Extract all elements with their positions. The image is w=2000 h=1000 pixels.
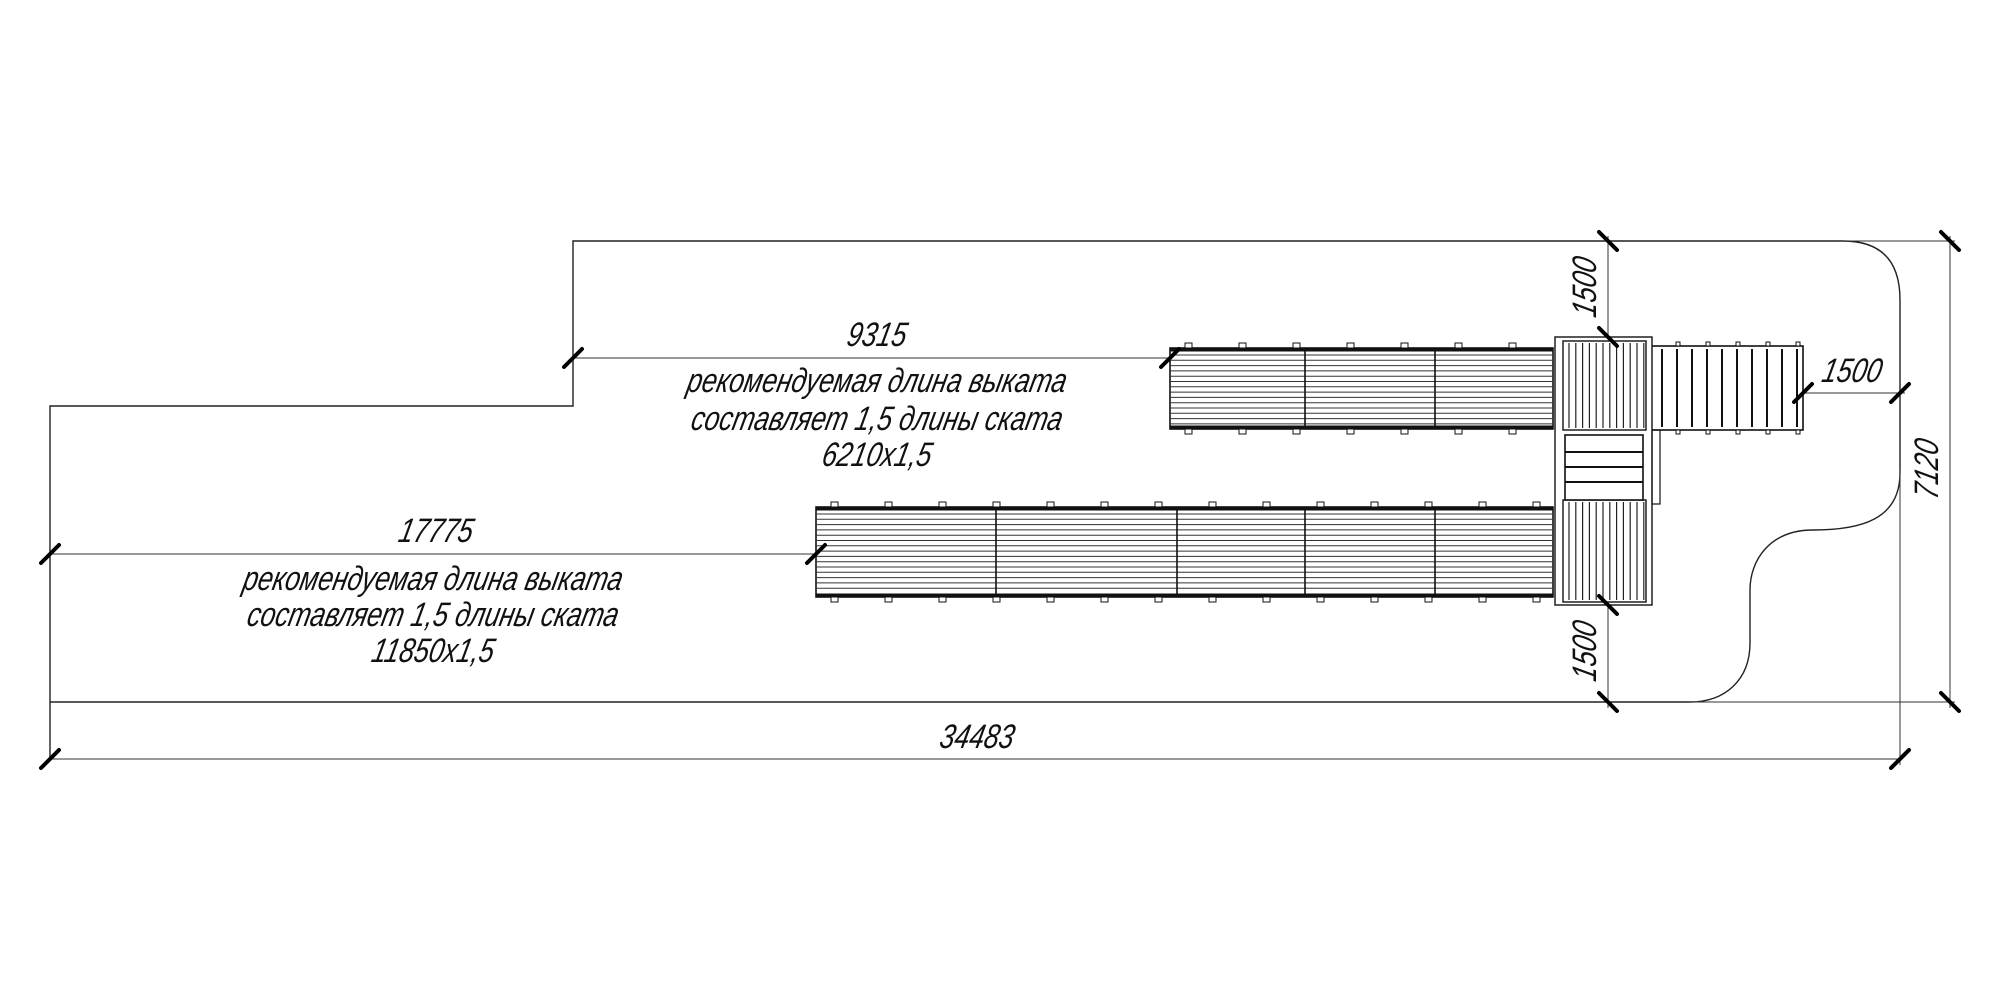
dimension-label-1500-top: 1500 [1565, 253, 1603, 320]
dimension-label-9315: 9315 [844, 315, 912, 353]
dimension-tick-icon [562, 347, 584, 369]
dimension-tick-icon [1597, 326, 1619, 348]
platform-deck [1562, 340, 1647, 431]
ramp-post [1046, 596, 1055, 603]
ramp-post [1675, 429, 1681, 435]
ramp-post [1208, 501, 1217, 508]
ramp-post [830, 596, 839, 603]
ramp-post [1184, 342, 1193, 349]
ramp-post [1424, 501, 1433, 508]
note-lower-line2: составляет 1,5 длины ската [244, 595, 623, 633]
ramp-post [1705, 429, 1711, 435]
ramp-post [1765, 341, 1771, 347]
ramp-post [1100, 501, 1109, 508]
dimension-label-17775: 17775 [395, 511, 478, 549]
dimension-tick-icon [1597, 691, 1619, 713]
ramp-post [1370, 596, 1379, 603]
ramp-post [1184, 428, 1193, 435]
ramp-post [1370, 501, 1379, 508]
ramp-post [1154, 501, 1163, 508]
ramp-post [1400, 428, 1409, 435]
ramp-post [1316, 596, 1325, 603]
dimension-tick-icon [805, 543, 827, 565]
ramp-frame [1169, 347, 1554, 430]
ramp-post [1454, 428, 1463, 435]
note-lower-line3: 11850x1,5 [368, 631, 499, 669]
ramp-post [1735, 429, 1741, 435]
dimension-tick-icon [1889, 382, 1911, 404]
note-upper-line2: составляет 1,5 длины ската [688, 399, 1067, 437]
ramp-post [1100, 596, 1109, 603]
ramp-post [1454, 342, 1463, 349]
dimension-label-1500-bottom: 1500 [1565, 617, 1603, 684]
ramp-post [1262, 501, 1271, 508]
dimension-label-7120: 7120 [1907, 435, 1945, 502]
dimension-tick-icon [1597, 594, 1619, 616]
ramp-post [1292, 342, 1301, 349]
ramp-post [1675, 341, 1681, 347]
note-upper-line3: 6210x1,5 [819, 435, 937, 473]
ramp-post [1705, 341, 1711, 347]
ramp-post [1424, 596, 1433, 603]
right-ramp [1645, 341, 1804, 435]
ramp-post [938, 501, 947, 508]
dimension-tick-icon [39, 543, 61, 565]
dimension-tick-icon [1939, 691, 1961, 713]
ramp-post [1532, 501, 1541, 508]
ramp-post [1238, 428, 1247, 435]
ramp-post [1795, 341, 1801, 347]
ramp-post [1208, 596, 1217, 603]
ramp-post [1262, 596, 1271, 603]
dimension-tick-icon [1792, 382, 1814, 404]
central-platform [1554, 336, 1661, 606]
ramp-post [1478, 596, 1487, 603]
safety-zone-outline [49, 240, 1901, 759]
ramp-post [992, 501, 1001, 508]
ramp-frame [815, 506, 1554, 598]
ramp-post [992, 596, 1001, 603]
ramp-post [830, 501, 839, 508]
platform-deck [1562, 499, 1647, 603]
ramp-post [1154, 596, 1163, 603]
ramp-post [1795, 429, 1801, 435]
upper-ramp [1169, 342, 1554, 435]
ramp-post [1735, 341, 1741, 347]
ramp-post [1508, 428, 1517, 435]
ramp-post [884, 596, 893, 603]
ramp-post [1346, 342, 1355, 349]
ramp-post [1316, 501, 1325, 508]
ramp-frame [1645, 345, 1804, 431]
ramp-post [938, 596, 947, 603]
dimension-tick-icon [1939, 230, 1961, 252]
ramp-post [1508, 342, 1517, 349]
ramp-post [884, 501, 893, 508]
ramp-post [1046, 501, 1055, 508]
dimension-tick-icon [1889, 748, 1911, 770]
dimension-tick-icon [1597, 230, 1619, 252]
ramp-post [1238, 342, 1247, 349]
dimension-tick-icon [39, 748, 61, 770]
ramp-post [1292, 428, 1301, 435]
ramp-post [1400, 342, 1409, 349]
note-upper-line1: рекомендуемая длина выката [683, 361, 1071, 399]
ramp-post [1346, 428, 1355, 435]
dimension-tick-icon [1159, 347, 1181, 369]
lower-ramp [815, 501, 1554, 603]
dimension-label-34483: 34483 [936, 717, 1018, 755]
ramp-post [1765, 429, 1771, 435]
ramp-post [1478, 501, 1487, 508]
platform-side-board [1651, 429, 1661, 505]
dimension-label-1500-right: 1500 [1819, 351, 1886, 389]
ramp-post [1532, 596, 1541, 603]
note-lower-line1: рекомендуемая длина выката [239, 559, 627, 597]
